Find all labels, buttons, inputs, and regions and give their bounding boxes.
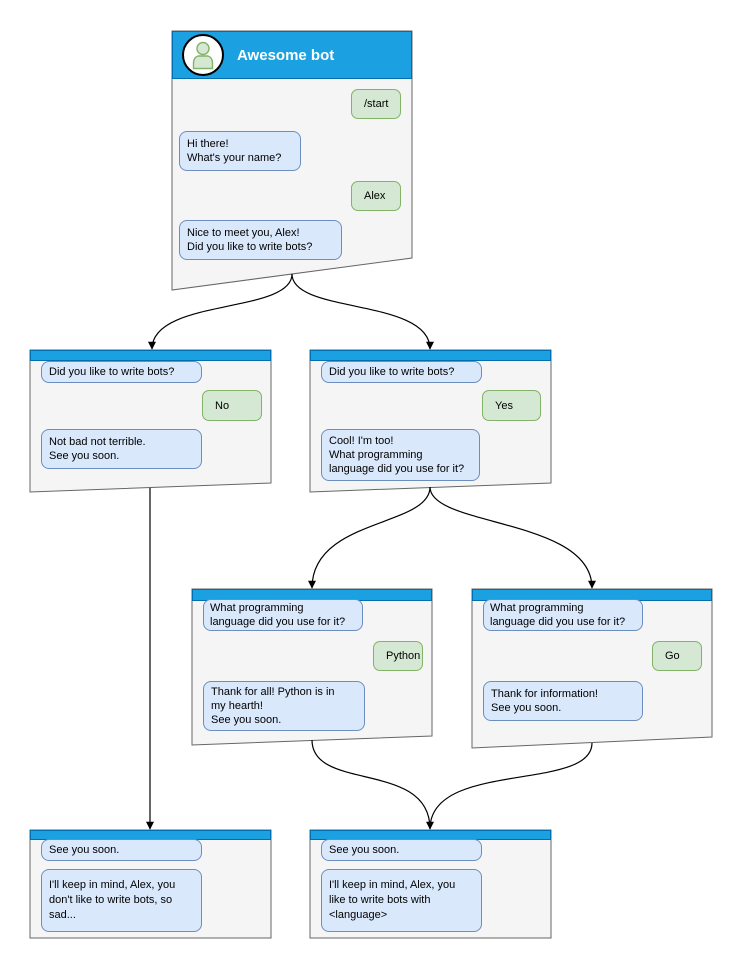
bot-message-bubble: Did you like to write bots? bbox=[41, 361, 202, 383]
bot-message-bubble: I'll keep in mind, Alex, you don't like … bbox=[41, 869, 202, 932]
chat-window-end-yes: See you soon. I'll keep in mind, Alex, y… bbox=[310, 830, 551, 938]
bot-message-bubble: Cool! I'm too! What programming language… bbox=[321, 429, 480, 481]
connector-python-to-end bbox=[311, 739, 434, 830]
bot-message-bubble: Did you like to write bots? bbox=[321, 361, 482, 383]
user-message-bubble: No bbox=[202, 390, 262, 421]
chat-header-strip bbox=[310, 350, 551, 361]
bot-message-bubble: Thank for all! Python is in my hearth! S… bbox=[203, 681, 365, 731]
connector-go-to-end bbox=[429, 742, 593, 830]
bot-message-bubble: Not bad not terrible. See you soon. bbox=[41, 429, 202, 469]
chat-window-lang-go: What programming language did you use fo… bbox=[472, 589, 712, 748]
chat-header-strip bbox=[30, 350, 271, 361]
chat-window-answer-no: Did you like to write bots? No Not bad n… bbox=[30, 350, 271, 492]
chat-header: Awesome bot bbox=[172, 31, 412, 79]
bot-message-bubble: See you soon. bbox=[321, 839, 482, 861]
bot-title: Awesome bot bbox=[237, 46, 335, 64]
user-message-bubble: /start bbox=[351, 89, 401, 119]
bot-avatar-person-icon bbox=[182, 34, 224, 76]
user-message-bubble: Alex bbox=[351, 181, 401, 211]
user-message-bubble: Go bbox=[652, 641, 702, 671]
chat-window-start: Awesome bot /start Hi there! What's your… bbox=[172, 31, 412, 290]
connector-yes-to-python bbox=[308, 486, 431, 589]
bot-message-bubble: See you soon. bbox=[41, 839, 202, 861]
connector-yes-to-go bbox=[429, 486, 596, 589]
bot-message-bubble: Hi there! What's your name? bbox=[179, 131, 301, 171]
connector-start-to-no bbox=[148, 273, 293, 350]
chat-window-end-no: See you soon. I'll keep in mind, Alex, y… bbox=[30, 830, 271, 938]
user-message-bubble: Python bbox=[373, 641, 423, 671]
bot-message-bubble: What programming language did you use fo… bbox=[203, 599, 363, 631]
chat-window-answer-yes: Did you like to write bots? Yes Cool! I'… bbox=[310, 350, 551, 492]
bot-message-bubble: Thank for information! See you soon. bbox=[483, 681, 643, 721]
connector-start-to-yes bbox=[291, 273, 434, 350]
bot-message-bubble: What programming language did you use fo… bbox=[483, 599, 643, 631]
bot-message-bubble: I'll keep in mind, Alex, you like to wri… bbox=[321, 869, 482, 932]
chat-window-lang-python: What programming language did you use fo… bbox=[192, 589, 432, 745]
user-message-bubble: Yes bbox=[482, 390, 541, 421]
bot-message-bubble: Nice to meet you, Alex! Did you like to … bbox=[179, 220, 342, 260]
